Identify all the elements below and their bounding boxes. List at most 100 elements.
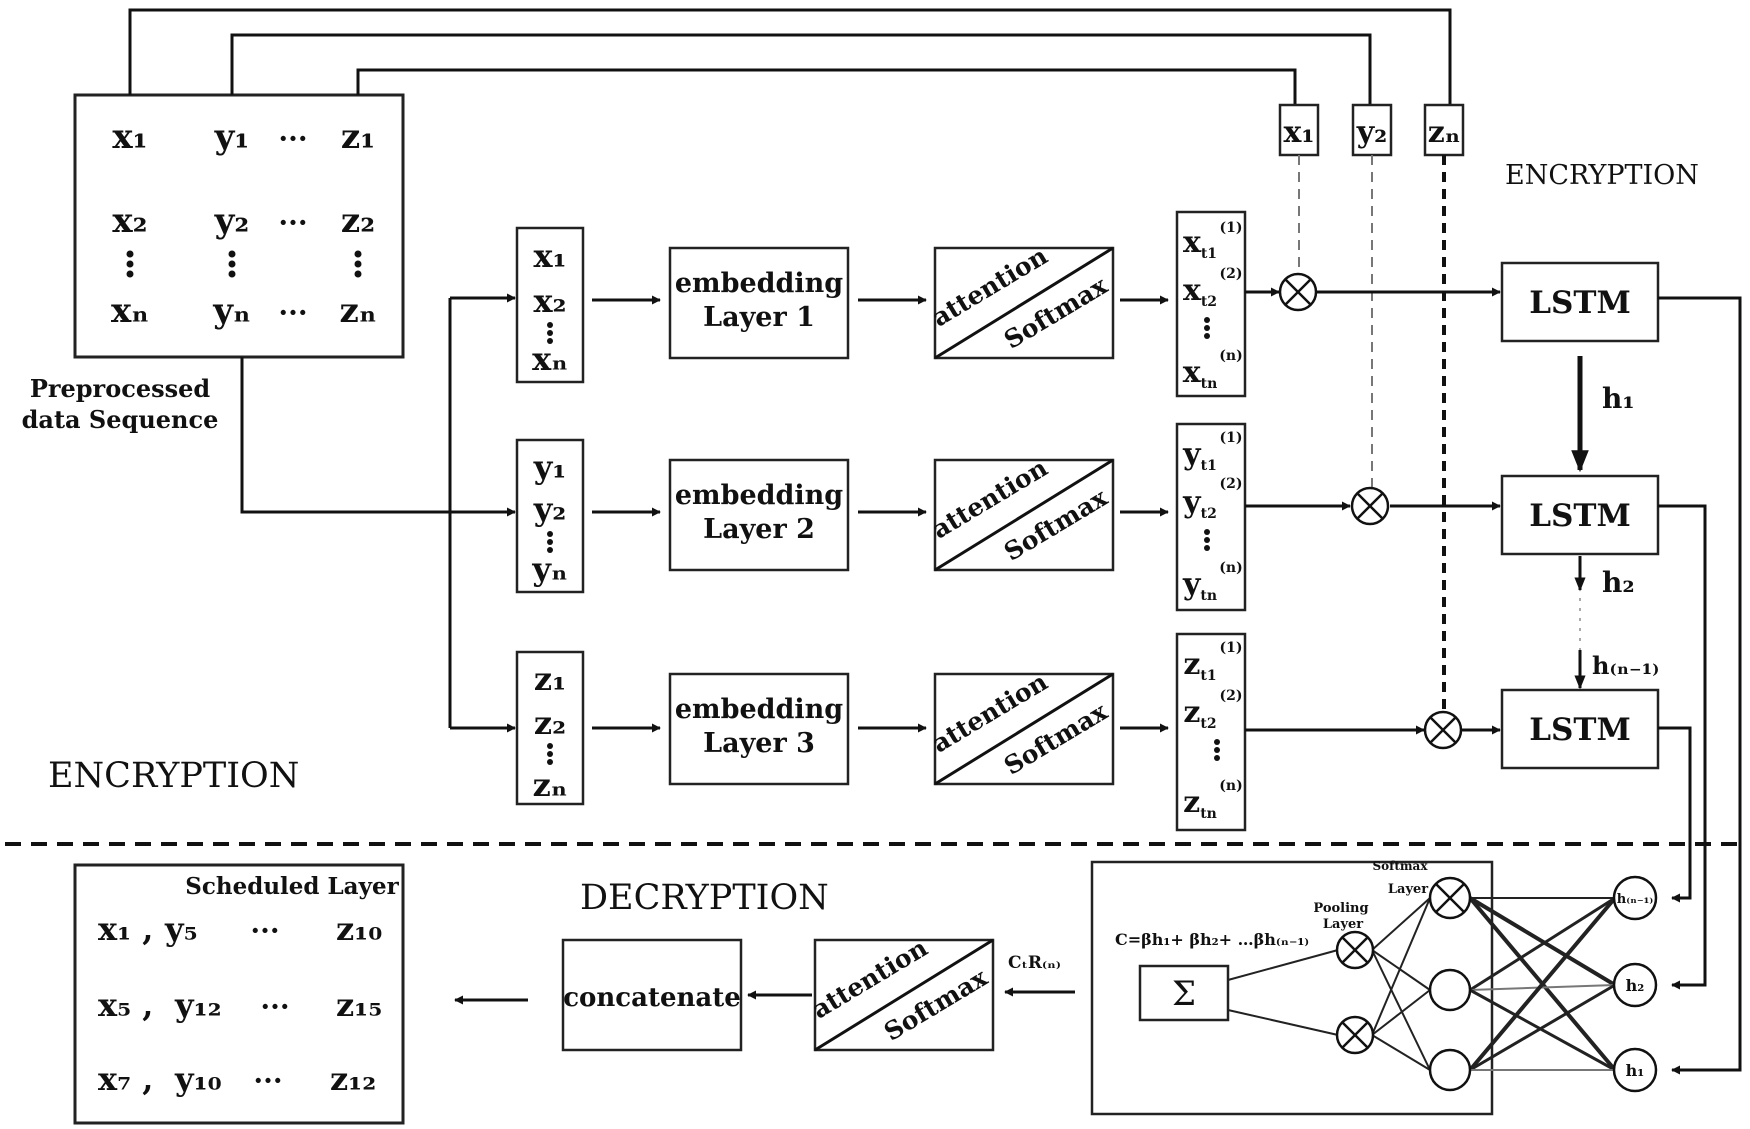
vertical-ellipsis bbox=[126, 250, 362, 278]
branch-3: z₁ z₂ zₙ embedding Layer 3 attention Sof… bbox=[515, 632, 1247, 832]
matrix-cell: ··· bbox=[278, 296, 307, 329]
output-column-x: xt1 (1) xt2 (2) xtn (n) bbox=[1175, 210, 1247, 398]
svg-text:x₁: x₁ bbox=[1283, 115, 1314, 150]
svg-text:···: ··· bbox=[260, 990, 289, 1023]
lstm-cell-2: LSTM bbox=[1500, 474, 1660, 556]
hidden-input-node: h₁ bbox=[1612, 1047, 1658, 1093]
scheduled-layer-box: Scheduled Layer x₁ , y₅ ··· z₁₀ x₅ , y₁₂… bbox=[73, 863, 405, 1125]
svg-text:y₁: y₁ bbox=[533, 448, 567, 486]
svg-text:zₙ: zₙ bbox=[533, 766, 568, 804]
multiply-node bbox=[1350, 486, 1390, 526]
svg-text:xₙ: xₙ bbox=[532, 340, 568, 378]
svg-text:yt1: yt1 bbox=[1182, 437, 1217, 474]
svg-text:(1): (1) bbox=[1220, 220, 1243, 236]
softmax-layer-label: Layer bbox=[1388, 882, 1428, 897]
svg-text:z₁₂: z₁₂ bbox=[330, 1060, 376, 1098]
pooling-layer-label: Layer bbox=[1323, 917, 1363, 932]
multiply-node bbox=[1423, 710, 1463, 750]
multiply-node bbox=[1278, 272, 1318, 312]
softmax-node bbox=[1428, 1048, 1472, 1092]
svg-text:Σ: Σ bbox=[1172, 974, 1196, 1014]
svg-text:xt2: xt2 bbox=[1183, 273, 1217, 310]
attention-softmax-2: attention Softmax bbox=[927, 453, 1115, 572]
lstm-cell-3: LSTM bbox=[1500, 688, 1660, 770]
svg-text:zt2: zt2 bbox=[1183, 695, 1216, 732]
svg-text:h₍ₙ₋₁₎: h₍ₙ₋₁₎ bbox=[1617, 892, 1654, 907]
matrix-cell: z₂ bbox=[341, 201, 375, 241]
pooling-node bbox=[1335, 930, 1375, 970]
input-column-x bbox=[515, 226, 585, 384]
dashed-token-links bbox=[1298, 155, 1446, 710]
network-edges bbox=[1227, 896, 1617, 1072]
scheduled-layer-title: Scheduled Layer bbox=[185, 873, 399, 900]
branch-2: y₁ y₂ yₙ embedding Layer 2 attention Sof… bbox=[515, 422, 1247, 612]
matrix-cell: xₙ bbox=[111, 291, 149, 331]
matrix-cell: x₂ bbox=[112, 201, 147, 241]
svg-text:ytn: ytn bbox=[1182, 567, 1217, 604]
svg-text:y₁₂: y₁₂ bbox=[174, 986, 222, 1024]
svg-text:(n): (n) bbox=[1219, 560, 1242, 576]
svg-text:z₂: z₂ bbox=[534, 704, 566, 742]
svg-text:(2): (2) bbox=[1220, 476, 1243, 492]
h2-label: h₂ bbox=[1602, 566, 1635, 599]
svg-text:x₁: x₁ bbox=[533, 237, 566, 275]
concatenate-block: concatenate bbox=[561, 938, 743, 1052]
attention-softmax-3: attention Softmax bbox=[927, 667, 1115, 786]
flow-to-lstm bbox=[1245, 287, 1501, 735]
svg-text:y₅: y₅ bbox=[164, 910, 198, 948]
svg-text:z₁₅: z₁₅ bbox=[336, 986, 382, 1024]
svg-text:embedding: embedding bbox=[675, 268, 843, 299]
svg-text:···: ··· bbox=[250, 914, 279, 947]
embedding-layer-1 bbox=[668, 246, 850, 360]
svg-text:h₁: h₁ bbox=[1626, 1061, 1645, 1080]
input-column-z bbox=[515, 650, 585, 806]
svg-text:ztn: ztn bbox=[1183, 785, 1217, 822]
matrix-cell: z₁ bbox=[341, 117, 375, 157]
svg-text:xtn: xtn bbox=[1183, 355, 1218, 392]
svg-text:embedding: embedding bbox=[675, 694, 843, 725]
svg-text:yt2: yt2 bbox=[1182, 485, 1217, 522]
attention-network: C=βh₁+ βh₂+ …βh₍ₙ₋₁₎ Σ Pooling Layer Sof… bbox=[1090, 859, 1658, 1116]
svg-text:(1): (1) bbox=[1220, 640, 1243, 656]
svg-text:(1): (1) bbox=[1220, 430, 1243, 446]
lstm-cell-1: LSTM bbox=[1500, 261, 1660, 343]
svg-text:Layer 1: Layer 1 bbox=[703, 302, 815, 333]
hidden-input-node: h₂ bbox=[1612, 962, 1658, 1008]
hidden-input-node: h₍ₙ₋₁₎ bbox=[1612, 875, 1658, 921]
sum-block: Σ bbox=[1138, 964, 1230, 1022]
svg-text:LSTM: LSTM bbox=[1529, 285, 1631, 321]
svg-text:y₁₀: y₁₀ bbox=[174, 1060, 222, 1098]
svg-text:(2): (2) bbox=[1220, 688, 1243, 704]
svg-text:(n): (n) bbox=[1219, 348, 1242, 364]
svg-text:y₂: y₂ bbox=[533, 490, 567, 528]
ctr-label: CₜR₍ₙ₎ bbox=[1008, 953, 1061, 973]
svg-text:(2): (2) bbox=[1220, 266, 1243, 282]
svg-text:z₁₀: z₁₀ bbox=[336, 910, 382, 948]
softmax-node bbox=[1428, 876, 1472, 920]
preprocessed-caption: Preprocessed bbox=[30, 374, 211, 403]
token-box-x1: x₁ bbox=[1278, 103, 1320, 157]
embedding-layer-3 bbox=[668, 672, 850, 786]
output-column-z: zt1 (1) zt2 (2) ztn (n) bbox=[1175, 632, 1247, 832]
svg-text:z₁: z₁ bbox=[534, 660, 566, 698]
matrix-cell: y₂ bbox=[214, 201, 250, 241]
decryption-label: DECRYPTION bbox=[580, 878, 829, 918]
matrix-cell: x₁ bbox=[112, 117, 147, 157]
input-column-y bbox=[515, 438, 585, 594]
softmax-layer-label: Softmax bbox=[1372, 859, 1428, 873]
matrix-cell: y₁ bbox=[214, 117, 250, 157]
svg-text:zt1: zt1 bbox=[1183, 647, 1216, 684]
encryption-label-top: ENCRYPTION bbox=[1505, 160, 1699, 191]
svg-text:x₇ ,: x₇ , bbox=[98, 1060, 153, 1098]
pooling-layer-label: Pooling bbox=[1313, 901, 1368, 916]
lstm-output-lines bbox=[1658, 296, 1742, 1075]
svg-text:zₙ: zₙ bbox=[1428, 115, 1461, 150]
svg-text:concatenate: concatenate bbox=[563, 983, 741, 1013]
decoder-attention-softmax: attention Softmax bbox=[807, 933, 995, 1052]
svg-text:x₂: x₂ bbox=[533, 282, 566, 320]
svg-text:LSTM: LSTM bbox=[1529, 712, 1631, 748]
h1-label: h₁ bbox=[1602, 382, 1635, 415]
token-box-zn: zₙ bbox=[1423, 103, 1465, 157]
preprocessed-data-box: x₁ y₁ ··· z₁ x₂ y₂ ··· z₂ xₙ yₙ ··· zₙ bbox=[73, 93, 405, 359]
